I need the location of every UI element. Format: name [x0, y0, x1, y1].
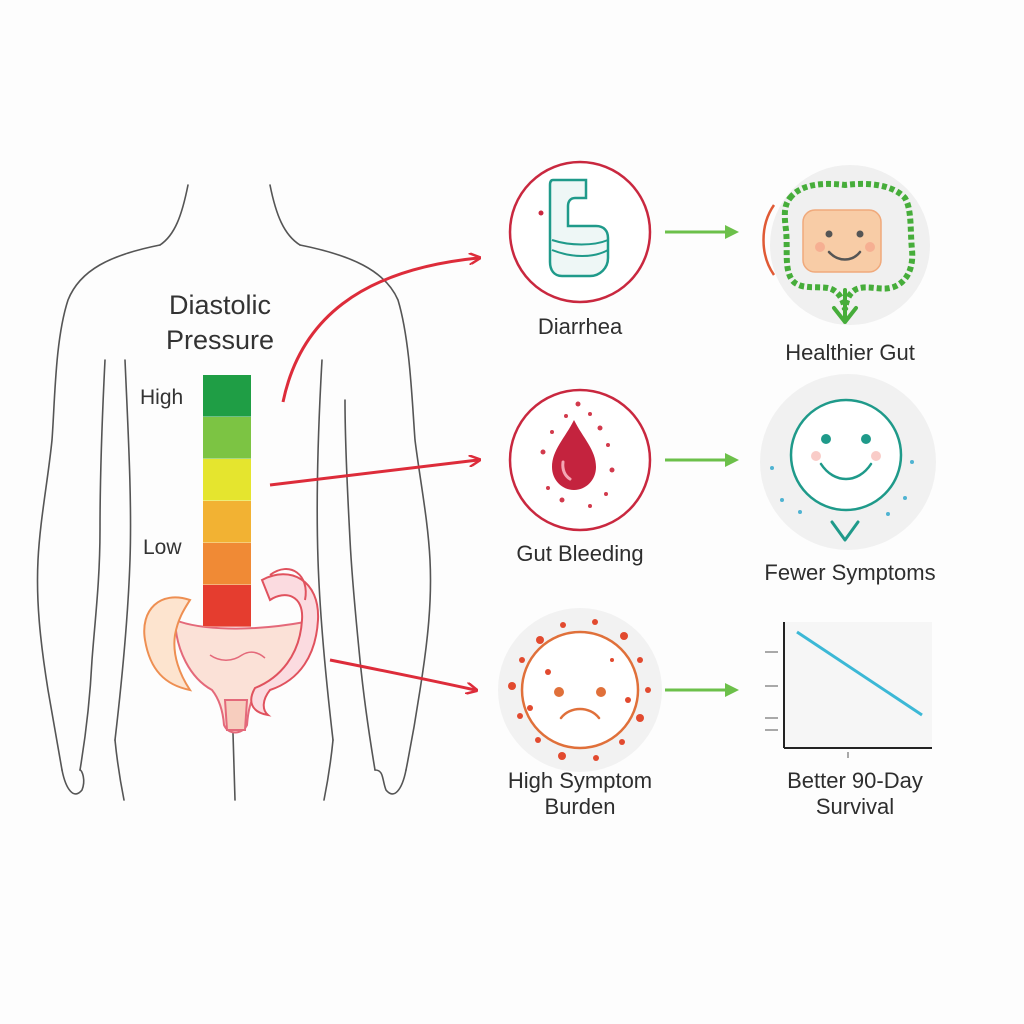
- scale-segment: [203, 375, 251, 417]
- scale-segment: [203, 459, 251, 501]
- improvement-label-better-survival-line2: Survival: [815, 794, 895, 820]
- scale-segment: [203, 543, 251, 585]
- blood-drop-icon: [508, 388, 652, 532]
- scale-low-label: Low: [143, 536, 182, 559]
- improvement-label-healthier-gut: Healthier Gut: [740, 340, 960, 366]
- outcome-label-high-symptom-line2: Burden: [544, 794, 616, 820]
- diastolic-scale-bar: [203, 375, 251, 627]
- arrow-to-high-symptom-burden: [329, 658, 475, 690]
- outcome-label-diarrhea: Diarrhea: [480, 314, 680, 340]
- smiley-face-icon: [760, 374, 936, 550]
- outcome-label-high-symptom-burden: High Symptom Burden: [470, 768, 690, 821]
- scale-title-line2: Pressure: [165, 325, 275, 356]
- improvement-label-better-survival-line1: Better 90-Day: [787, 768, 923, 793]
- scale-title: Diastolic Pressure: [150, 288, 290, 358]
- happy-colon-icon: [762, 165, 930, 325]
- improvement-label-healthier-gut-text: Healthier Gut: [785, 340, 915, 365]
- scale-segment: [203, 417, 251, 459]
- scale-segment: [203, 585, 251, 627]
- improvement-label-better-survival: Better 90-Day Survival: [745, 768, 965, 821]
- declining-line-chart-icon: [765, 622, 932, 758]
- arrow-to-diarrhea: [281, 258, 478, 403]
- outcome-label-high-symptom-line1: High Symptom: [507, 768, 653, 793]
- scale-high-label: High: [140, 386, 184, 409]
- improvement-label-fewer-symptoms-text: Fewer Symptoms: [764, 560, 936, 585]
- outcome-label-gut-bleeding-text: Gut Bleeding: [516, 541, 644, 566]
- improvement-label-fewer-symptoms: Fewer Symptoms: [735, 560, 965, 586]
- arrow-to-gut-bleeding: [269, 460, 478, 487]
- scale-title-line1: Diastolic: [168, 290, 272, 320]
- outcome-label-diarrhea-text: Diarrhea: [537, 314, 623, 339]
- sad-face-icon: [498, 608, 662, 772]
- toilet-icon: [508, 160, 652, 304]
- outcome-label-gut-bleeding: Gut Bleeding: [480, 541, 680, 567]
- scale-segment: [203, 501, 251, 543]
